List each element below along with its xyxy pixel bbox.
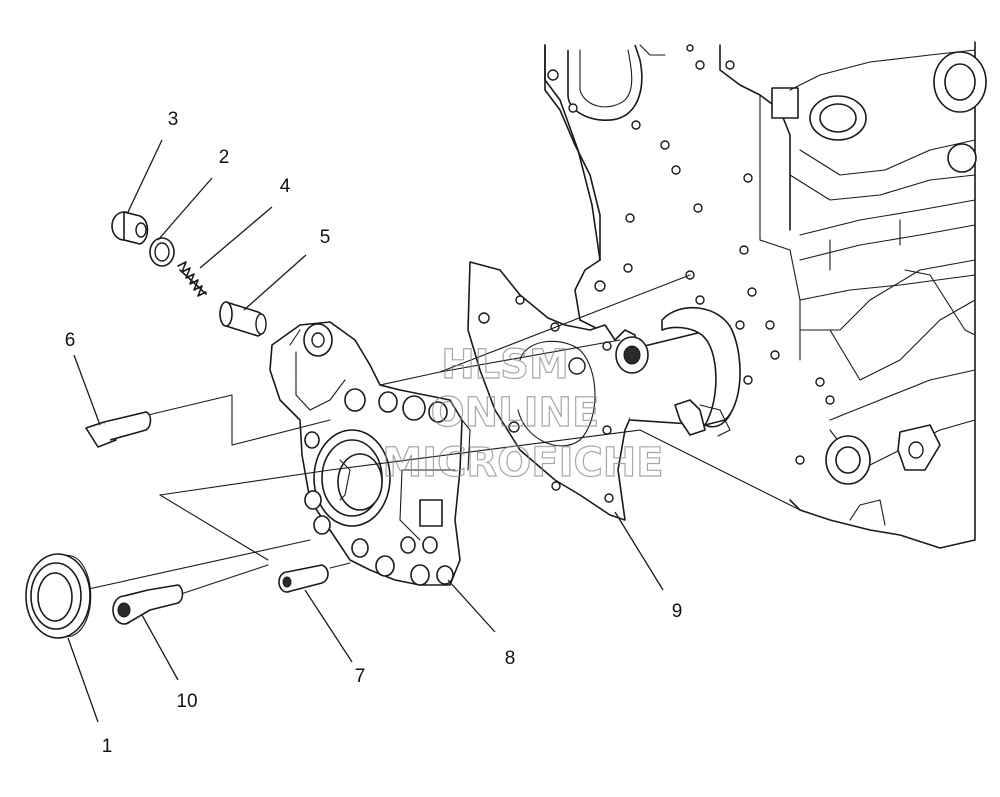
bolt-part-6 — [85, 411, 152, 448]
seal-part-1 — [25, 553, 92, 639]
leader-lines — [67, 139, 664, 723]
callout-9: 9 — [672, 601, 683, 622]
screw-part-7 — [278, 564, 329, 593]
screw-part-10 — [112, 584, 184, 625]
plug-part-3 — [111, 211, 149, 245]
spring-part-4 — [177, 261, 207, 297]
callouts: 3 2 4 5 6 7 8 9 10 1 — [65, 109, 683, 757]
callout-8: 8 — [505, 648, 516, 669]
watermark: HLSM ONLINE MICROFICHE — [382, 341, 664, 486]
valve-part-5 — [219, 301, 267, 337]
callout-3: 3 — [168, 109, 179, 130]
callout-6: 6 — [65, 330, 76, 351]
callout-2: 2 — [219, 147, 230, 168]
callout-4: 4 — [280, 176, 291, 197]
watermark-line-1: HLSM — [441, 342, 569, 388]
washer-part-2 — [149, 237, 175, 267]
watermark-line-3: MICROFICHE — [382, 440, 663, 486]
crankshaft-nose — [615, 306, 741, 437]
callout-10: 10 — [176, 691, 197, 712]
callout-5: 5 — [320, 227, 331, 248]
oil-pump-housing-part-8 — [269, 321, 471, 586]
assembly-lines — [74, 274, 801, 596]
watermark-line-2: ONLINE — [431, 390, 600, 436]
callout-1: 1 — [102, 736, 113, 757]
callout-7: 7 — [355, 666, 366, 687]
front-plate — [544, 44, 753, 385]
engine-block — [544, 41, 987, 549]
